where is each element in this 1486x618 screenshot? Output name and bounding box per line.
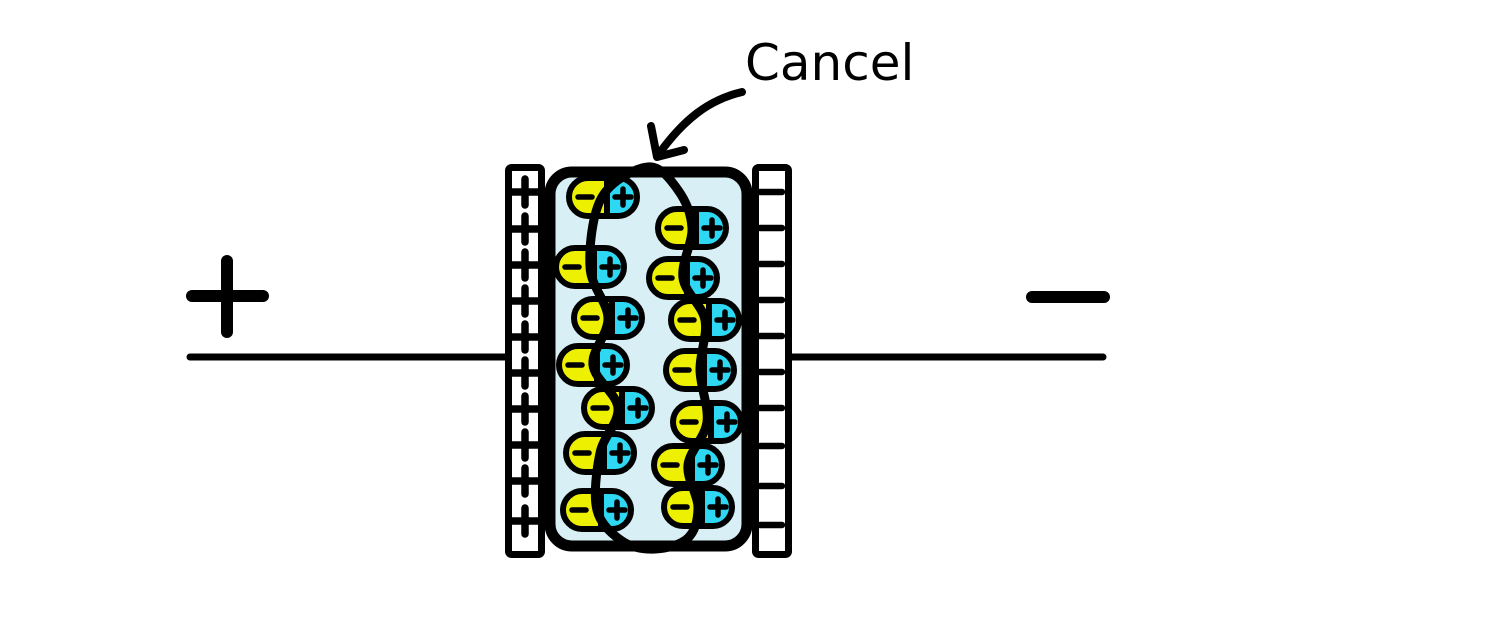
right-plate-charges	[756, 188, 786, 529]
plus-icon	[609, 442, 631, 464]
plus-icon	[692, 267, 714, 289]
plus-icon	[602, 354, 624, 376]
plus-icon	[701, 217, 723, 239]
plus-icon	[617, 307, 639, 329]
cancel-loop	[585, 162, 712, 554]
left-terminal-plus-icon	[186, 255, 269, 338]
cancel-arrow-shaft	[657, 88, 746, 155]
right-lead	[785, 291, 1110, 361]
left-lead	[186, 255, 512, 361]
plus-icon	[599, 256, 621, 278]
dipole-molecules	[553, 175, 744, 532]
cancel-annotation: Cancel	[647, 34, 914, 161]
plus-icon	[612, 186, 634, 208]
plus-icon	[716, 411, 738, 433]
plus-icon	[697, 454, 719, 476]
plus-icon	[627, 397, 649, 419]
cancel-label: Cancel	[745, 34, 914, 92]
plus-icon	[714, 309, 736, 331]
left-plate-charges	[508, 175, 542, 538]
plus-icon	[606, 499, 628, 521]
capacitor	[505, 162, 792, 558]
cancel-arrowhead-icon	[647, 122, 688, 161]
plus-icon	[707, 496, 729, 518]
plus-icon	[709, 359, 731, 381]
